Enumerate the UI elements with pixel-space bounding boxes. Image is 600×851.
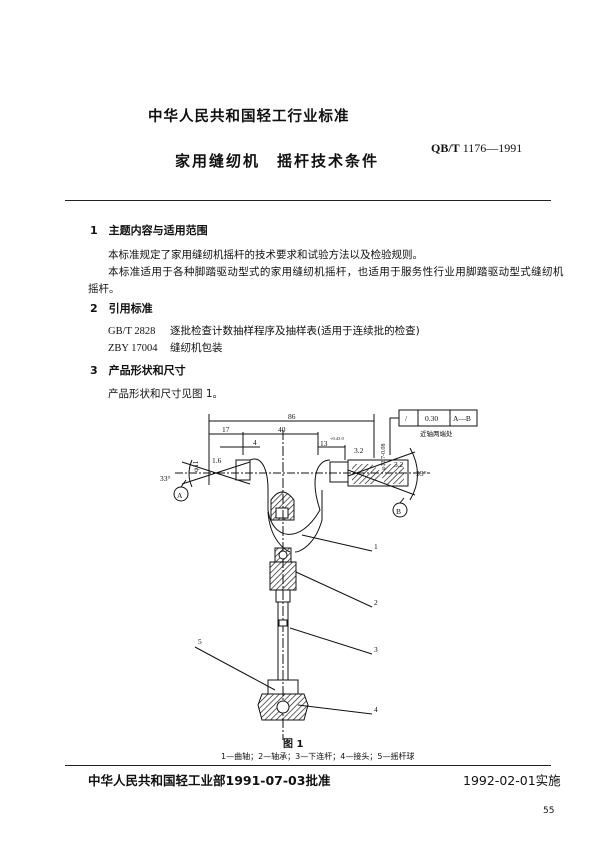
document-title: 家用缝纫机 摇杆技术条件: [175, 152, 380, 170]
reference-code: GB/T 2828: [108, 326, 156, 337]
tolerance-value: 0.30: [425, 414, 438, 423]
header-divider: [65, 200, 551, 201]
reference-item: ZBY 17004 缝纫机包装: [108, 340, 223, 355]
org-title: 中华人民共和国轻工行业标准: [148, 109, 350, 125]
standard-number: QB/T 1176—1991: [431, 141, 522, 156]
roughness-1-6: 1.6: [212, 456, 222, 465]
angle-left: 33°: [160, 474, 171, 483]
callout-1: 1: [374, 542, 378, 551]
reference-title: 缝纫机包装: [170, 342, 223, 354]
section-3-heading: 3 产品形状和尺寸: [90, 364, 186, 377]
dim-40: 40: [278, 425, 286, 434]
dim-13-tolerance: +0.43 0: [330, 436, 345, 441]
reference-title: 逐批检查计数抽样程序及抽样表(适用于连续批的检查): [170, 325, 420, 337]
reference-item: GB/T 2828 逐批检查计数抽样程序及抽样表(适用于连续批的检查): [108, 323, 420, 338]
standard-code: 1176—1991: [462, 141, 523, 155]
datum-b: B: [396, 507, 401, 516]
tolerance-datum: A—B: [453, 414, 471, 423]
dim-86: 86: [288, 412, 296, 421]
angle-right: 33°: [416, 469, 427, 478]
dim-13: 13: [320, 439, 328, 448]
paragraph: 本标准适用于各种脚踏驱动型式的家用缝纫机摇杆，也适用于服务性行业用脚踏驱动型式缝…: [108, 266, 564, 278]
dim-dia-12-7: φ12.7-0.08: [381, 444, 387, 470]
dim-dia-11: φ11: [191, 460, 200, 472]
page-number: 55: [543, 806, 555, 816]
approval-date: 中华人民共和国轻工业部1991-07-03批准: [88, 773, 331, 788]
section-2-heading: 2 引用标准: [90, 302, 153, 315]
callout-2: 2: [374, 598, 378, 607]
section-1-heading: 1 主题内容与适用范围: [90, 224, 208, 237]
standard-prefix: QB/T: [431, 141, 460, 155]
roughness-3-2-right: 3.2: [394, 460, 404, 469]
callout-3: 3: [374, 645, 378, 654]
figure-caption: 1—曲轴；2—轴承；3—下连杆；4—接头；5—摇杆球: [221, 752, 415, 761]
datum-a: A: [177, 491, 183, 500]
rocker-technical-drawing: 86 17 40 4 13 +0.43 0 φ11 φ12.7-0.08 1.6…: [160, 409, 478, 740]
crank-outline: [249, 458, 331, 535]
callout-5: 5: [198, 637, 202, 646]
paragraph: 摇杆。: [88, 283, 120, 295]
tolerance-note: 近轴两端处: [420, 429, 453, 438]
runout-symbol: /: [405, 414, 408, 423]
dim-4: 4: [253, 438, 257, 447]
paragraph: 本标准规定了家用缝纫机摇杆的技术要求和试验方法以及检验规则。: [108, 249, 423, 261]
implementation-date: 1992-02-01实施: [463, 773, 561, 788]
right-journal-bush: [329, 461, 349, 483]
roughness-3-2: 3.2: [354, 446, 364, 455]
connector-sleeve: [269, 561, 297, 591]
callout-4: 4: [374, 705, 378, 714]
left-journal: [235, 459, 251, 481]
footer-divider: [65, 765, 551, 766]
paragraph: 产品形状和尺寸见图 1。: [108, 388, 224, 400]
figure-label: 图 1: [283, 739, 304, 750]
reference-code: ZBY 17004: [108, 343, 158, 354]
dim-17: 17: [222, 425, 230, 434]
